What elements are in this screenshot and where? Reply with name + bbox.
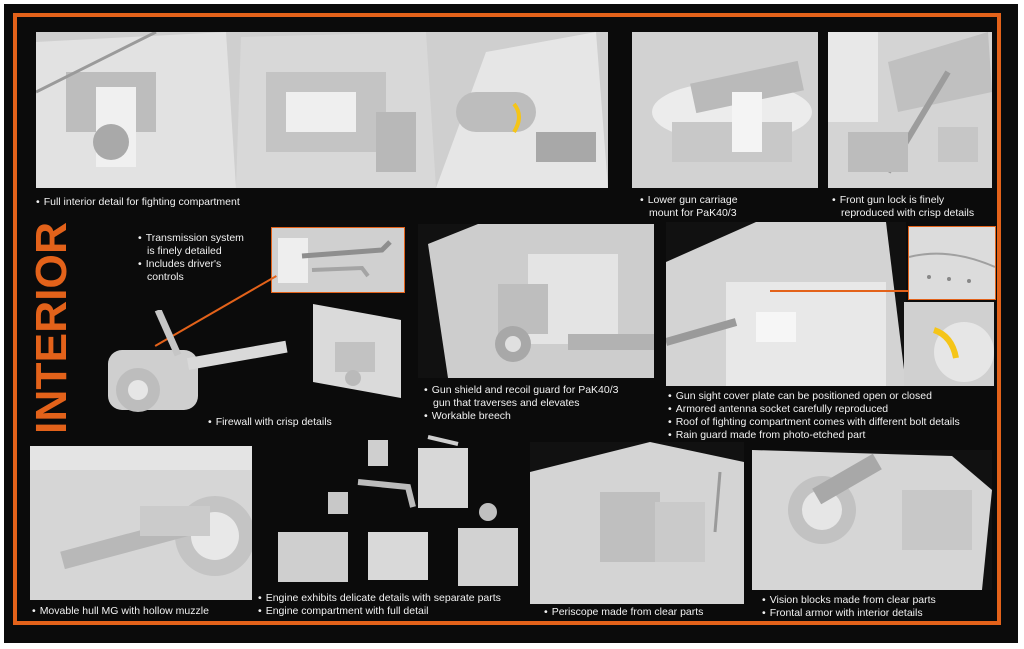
caption-gun-lock: Front gun lock is finely reproduced with… xyxy=(832,194,974,220)
lower-gun-carriage-render xyxy=(632,32,818,188)
hull-mg-render xyxy=(30,446,252,600)
front-gun-lock-render xyxy=(828,32,992,188)
caption-hull-mg: Movable hull MG with hollow muzzle xyxy=(32,605,209,618)
vision-blocks-render xyxy=(752,450,992,590)
interior-title: INTERIOR xyxy=(28,222,74,434)
gun-sight-callout xyxy=(908,226,996,300)
antenna-socket-render xyxy=(904,302,994,386)
engine-parts xyxy=(258,432,528,590)
fighting-compartment-render xyxy=(36,32,608,188)
caption-periscope: Periscope made from clear parts xyxy=(544,606,704,619)
gun-sight-leader xyxy=(770,290,908,292)
transmission-part xyxy=(98,308,298,430)
orange-frame xyxy=(13,13,1001,625)
interior-title-text: INTERIOR xyxy=(28,222,74,434)
caption-vision: Vision blocks made from clear parts Fron… xyxy=(762,594,936,620)
transmission-callout xyxy=(271,227,405,293)
caption-engine: Engine exhibits delicate details with se… xyxy=(258,592,501,618)
caption-gun-shield: Gun shield and recoil guard for PaK40/3 … xyxy=(424,384,619,423)
periscope-render xyxy=(530,442,744,604)
firewall-part xyxy=(305,298,409,398)
caption-firewall: Firewall with crisp details xyxy=(208,416,332,429)
gun-shield-render xyxy=(418,224,654,378)
caption-lower-gun: Lower gun carriage mount for PaK40/3 xyxy=(640,194,738,220)
caption-transmission: Transmission system is finely detailed I… xyxy=(138,232,244,284)
caption-fighting: Full interior detail for fighting compar… xyxy=(36,196,240,209)
caption-gun-sight: Gun sight cover plate can be positioned … xyxy=(668,390,960,442)
gun-sight-render xyxy=(666,222,906,386)
